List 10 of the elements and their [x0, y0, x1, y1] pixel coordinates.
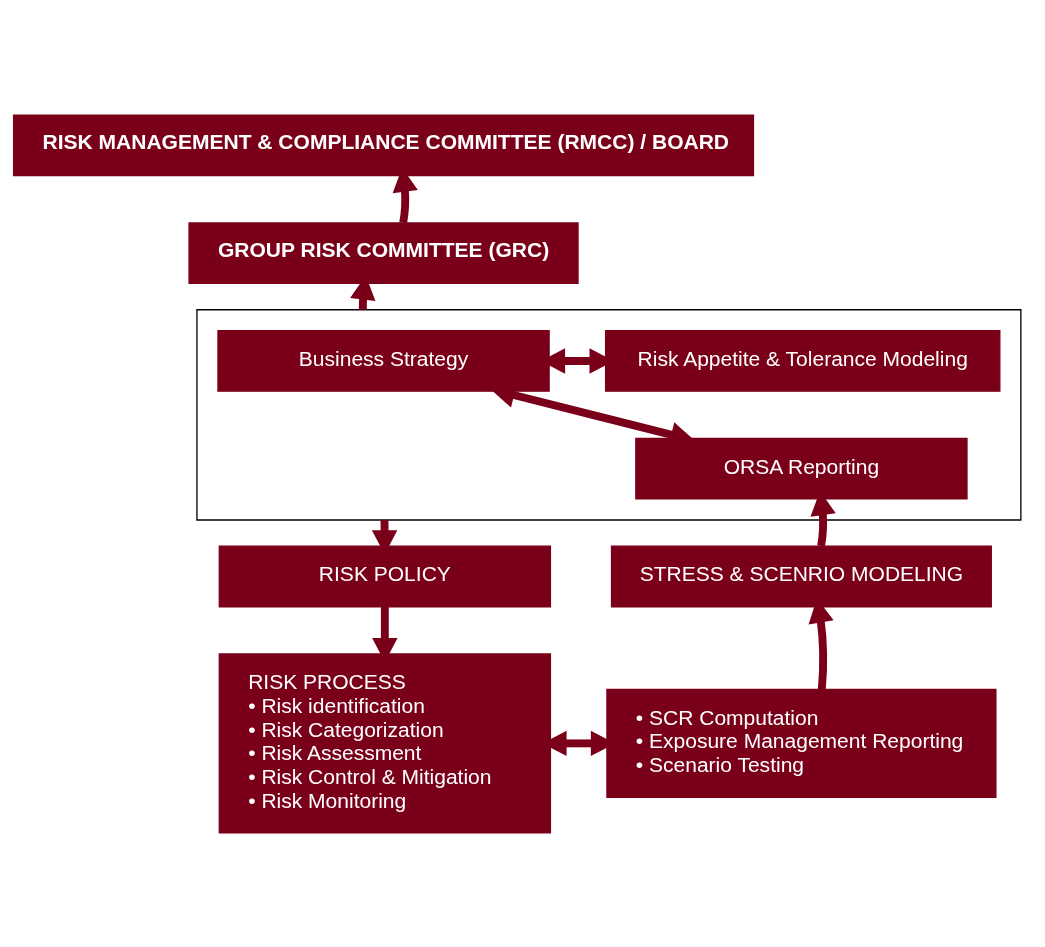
- node-box: GROUP RISK COMMITTEE (GRC): [188, 221, 579, 284]
- node-box: Risk Appetite & Tolerance Modeling: [604, 329, 1001, 392]
- node-box: RISK PROCESS • Risk identification • Risk Categorization • Risk Assessment • Risk Control & Mitigation • Risk Monitoring: [218, 652, 552, 833]
- node-box: STRESS & SCENRIO MODELING: [610, 545, 992, 607]
- node-box: ORSA Reporting: [635, 437, 968, 500]
- node-box: Business Strategy: [217, 329, 550, 392]
- cluster: [196, 308, 1022, 521]
- node-box: RISK MANAGEMENT & COMPLIANCE COMMITTEE (RMCC) / BOARD: [12, 114, 755, 176]
- node-box: RISK POLICY: [218, 545, 552, 607]
- node-box: • SCR Computation • Exposure Management Reporting • Scenario Testing: [606, 688, 997, 798]
